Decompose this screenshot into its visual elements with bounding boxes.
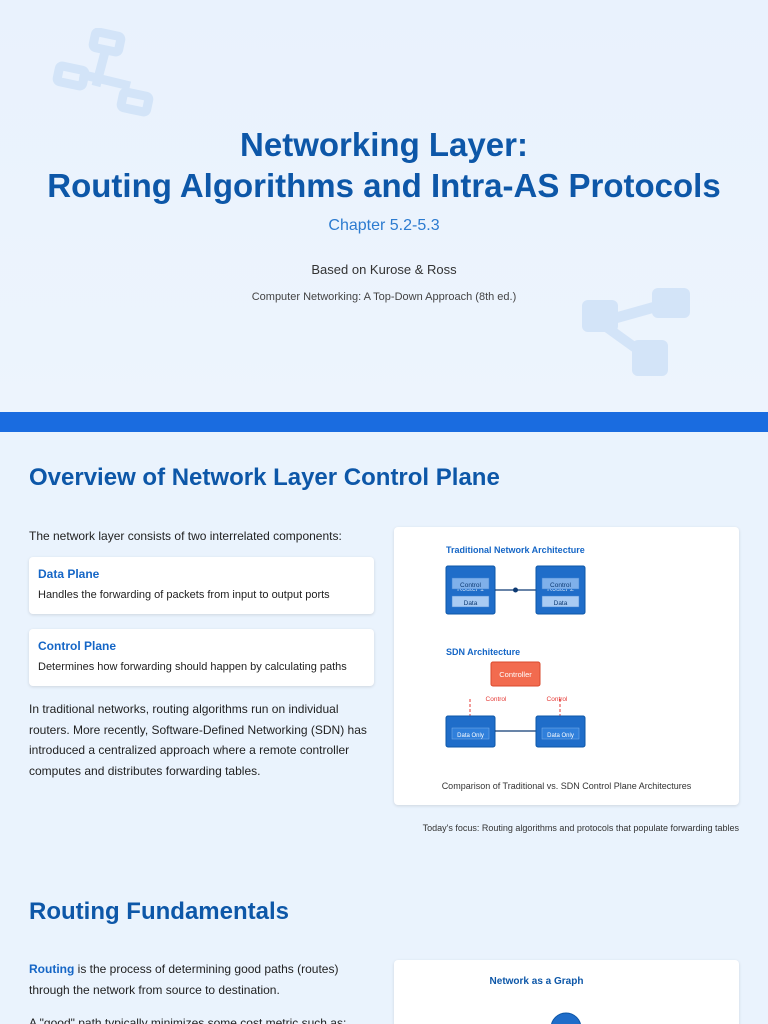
share-network-icon <box>582 288 690 376</box>
control-label: Control <box>460 582 482 589</box>
book-reference: Computer Networking: A Top-Down Approach… <box>251 291 517 303</box>
architecture-figure: Traditional Network Architecture Router … <box>394 527 739 805</box>
data-label: Data <box>554 600 568 607</box>
router-label: Router 1 <box>457 586 484 593</box>
overview-body: In traditional networks, routing algorit… <box>29 702 367 778</box>
good-path-text: A "good" path typically minimizes some c… <box>29 1016 347 1024</box>
card-title: Data Plane <box>38 567 100 581</box>
presentation-title: Networking Layer: Routing Algorithms and… <box>0 124 768 206</box>
sdn-title: SDN Architecture <box>446 647 520 657</box>
routing-definition: Routing is the process of determining go… <box>29 959 369 1000</box>
overview-heading: Overview of Network Layer Control Plane <box>29 464 500 491</box>
focus-note: Today's focus: Routing algorithms and pr… <box>422 823 739 833</box>
traditional-title: Traditional Network Architecture <box>446 545 585 555</box>
data-only-label: Data Only <box>457 733 484 739</box>
control-plane-card: Control Plane Determines how forwarding … <box>29 629 374 686</box>
network-graph-figure: Network as a Graph <box>394 960 739 1024</box>
fundamentals-heading: Routing Fundamentals <box>29 898 289 925</box>
title-line-1: Networking Layer: <box>240 126 528 163</box>
source-attribution: Based on Kurose & Ross <box>311 262 457 277</box>
graph-title: Network as a Graph <box>489 976 584 987</box>
controller-label: Controller <box>499 670 532 679</box>
chapter-subtitle: Chapter 5.2-5.3 <box>328 217 440 234</box>
card-title: Control Plane <box>38 639 117 653</box>
graph-diagram <box>551 1012 581 1024</box>
router-1: Router 1 Control Data <box>445 565 496 615</box>
overview-intro: The network layer consists of two interr… <box>29 529 342 543</box>
routing-definition-text: is the process of determining good paths… <box>29 962 339 997</box>
architecture-diagram: Traditional Network Architecture Router … <box>445 545 586 748</box>
link-node <box>513 587 518 593</box>
graph-node <box>551 1012 581 1024</box>
network-icon <box>52 28 154 117</box>
control-label: Control <box>550 582 572 589</box>
data-plane-card: Data Plane Handles the forwarding of pac… <box>29 557 374 614</box>
sdn-switch-1: Data Only <box>445 715 496 748</box>
data-only-label: Data Only <box>547 733 574 739</box>
sdn-switch-2: Data Only <box>535 715 586 748</box>
section-divider <box>0 412 768 432</box>
data-label: Data <box>464 600 478 607</box>
title-line-2: Routing Algorithms and Intra-AS Protocol… <box>47 167 721 204</box>
routing-term: Routing <box>29 962 75 976</box>
figure-caption: Comparison of Traditional vs. SDN Contro… <box>441 781 692 791</box>
control-link-label: Control <box>486 696 508 703</box>
router-label: Router 2 <box>547 586 574 593</box>
control-link-label: Control <box>547 696 569 703</box>
card-description: Determines how forwarding should happen … <box>38 661 347 673</box>
card-description: Handles the forwarding of packets from i… <box>38 589 330 601</box>
router-2: Router 2 Control Data <box>535 565 586 615</box>
sdn-controller: Controller <box>490 661 541 687</box>
title-slide: Networking Layer: Routing Algorithms and… <box>0 0 768 412</box>
